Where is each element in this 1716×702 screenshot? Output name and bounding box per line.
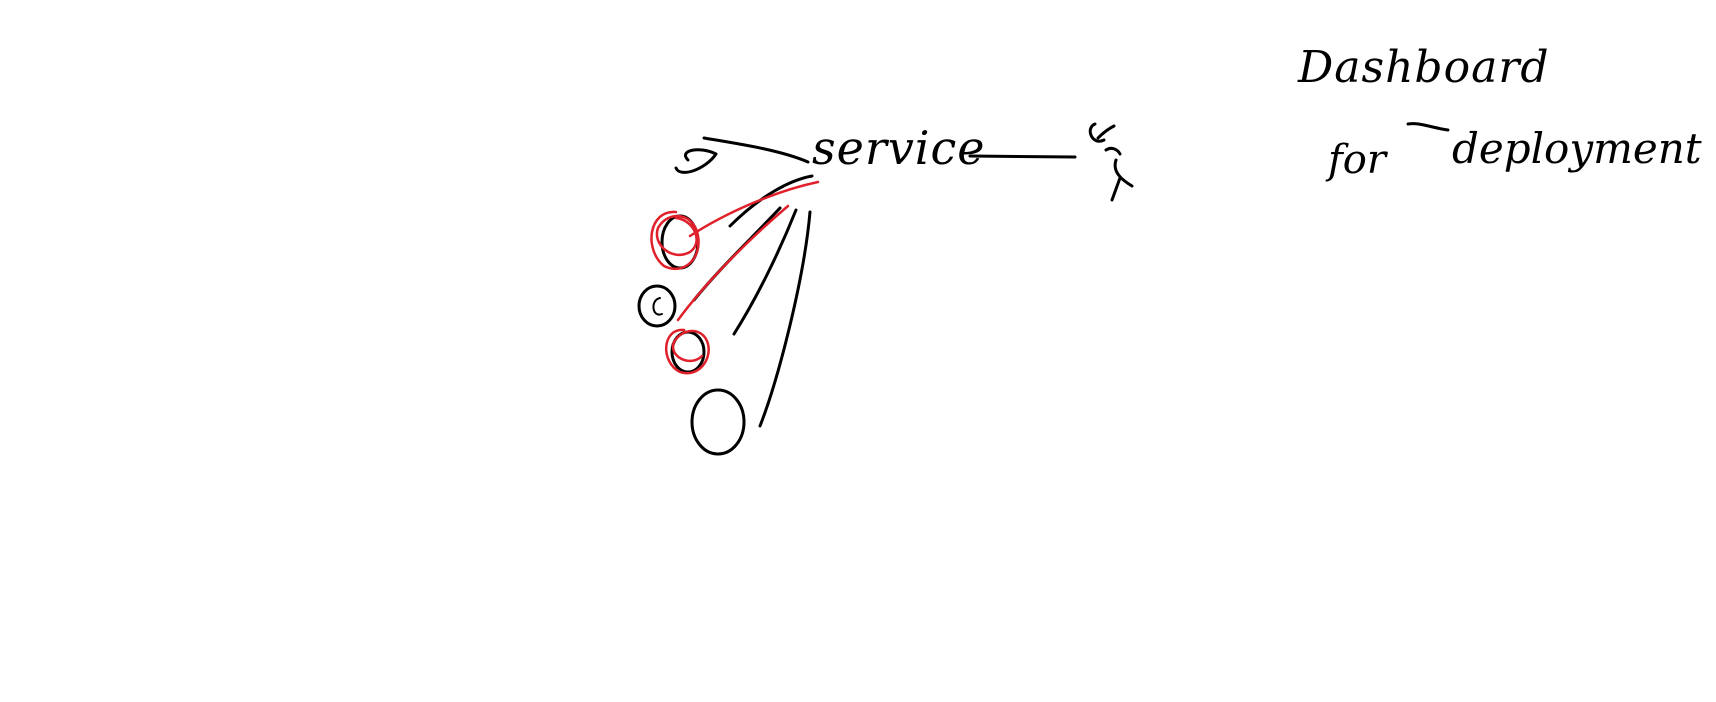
fan-line-3: [732, 208, 798, 336]
red-highlight-line-1: [688, 180, 820, 238]
fan-line-4: [758, 210, 812, 428]
node-circle-2: [637, 284, 677, 328]
node-circle-2-inner: [652, 297, 663, 316]
fan-line-1: [728, 174, 814, 228]
red-highlight-ring-1: [650, 210, 700, 271]
service-connector-line: [968, 154, 1077, 159]
service-label: service: [812, 121, 986, 175]
dashboard-title: Dashboard: [1298, 42, 1550, 93]
left-hook-mark: [674, 136, 810, 174]
dashboard-deployment-label: deployment: [1452, 124, 1702, 173]
red-highlight-line-2: [676, 204, 790, 322]
red-highlight-ring-2: [664, 328, 710, 375]
dashboard-for-label: for: [1328, 137, 1387, 183]
user-symbol: [1088, 122, 1134, 202]
node-circle-4: [690, 388, 746, 456]
dashboard-hook-mark: [1406, 122, 1450, 132]
